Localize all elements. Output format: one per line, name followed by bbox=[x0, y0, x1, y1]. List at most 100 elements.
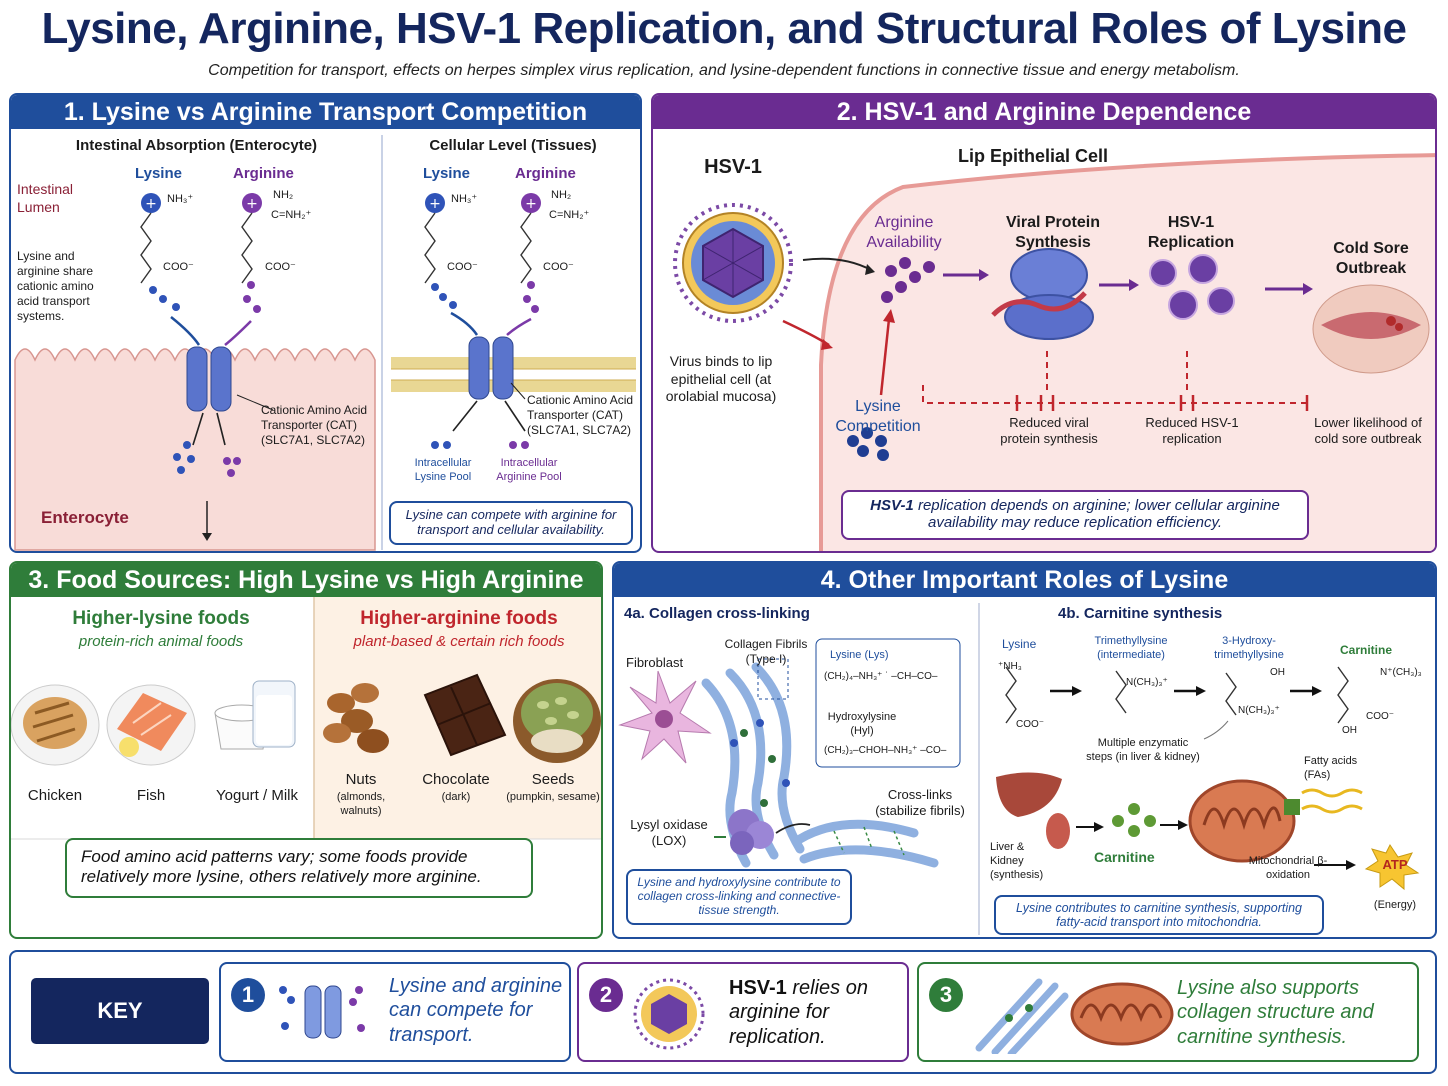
food-note: Food amino acid patterns vary; some food… bbox=[65, 838, 533, 898]
shared-transport-explanation: Lysine and arginine share cationic amino… bbox=[17, 249, 94, 323]
virus-icon bbox=[633, 978, 705, 1050]
lysine-label-left: Lysine bbox=[135, 165, 182, 182]
svg-text:+: + bbox=[246, 196, 258, 212]
html-nch3: N(CH₃)₃⁺ bbox=[1238, 705, 1280, 716]
lysine-lys-label: Lysine (Lys) bbox=[830, 649, 889, 661]
nuts-label: Nuts bbox=[345, 771, 377, 788]
arginine-availability-label: Arginine Availability bbox=[866, 214, 942, 251]
coo-arg-left: COO⁻ bbox=[265, 261, 296, 273]
kidney-icon bbox=[1046, 813, 1070, 849]
hydroxylysine-label: Hydroxylysine (Hyl) bbox=[827, 711, 897, 737]
enterocyte-subtitle: Intestinal Absorption (Enterocyte) bbox=[75, 137, 318, 154]
hsv-replication-label: HSV-1 Replication bbox=[1147, 214, 1235, 251]
svg-text:+: + bbox=[525, 196, 537, 212]
seeds-icon bbox=[513, 679, 601, 763]
coo-lys-right: COO⁻ bbox=[447, 261, 478, 273]
lip-cell-label: Lip Epithelial Cell bbox=[957, 146, 1109, 166]
yogurt-label: Yogurt / Milk bbox=[216, 787, 298, 804]
hydroxylysine-formula: (CH₂)₃–CHOH–NH₃⁺ –CO– bbox=[824, 745, 947, 756]
hsv-virus-icon bbox=[673, 203, 793, 323]
liver-kidney-label: Liver & Kidney (synthesis) bbox=[990, 841, 1044, 881]
carnitine-label: Carnitine bbox=[1094, 849, 1155, 865]
intestinal-lumen-label: Intestinal Lumen bbox=[17, 181, 74, 215]
lysyl-oxidase-icon bbox=[728, 809, 774, 855]
lysyl-oxidase-label: Lysyl oxidase (LOX) bbox=[630, 817, 708, 849]
seeds-label: Seeds bbox=[531, 771, 575, 788]
lysine-pool-label: Intracellular Lysine Pool bbox=[414, 457, 472, 483]
takeaway-2: 2 HSV-1 relies on arginine for replicati… bbox=[577, 962, 909, 1062]
lysine-competition-label: Lysine Competition bbox=[835, 398, 921, 435]
energy-label: (Energy) bbox=[1373, 899, 1417, 911]
hsv-label: HSV-1 bbox=[704, 156, 762, 178]
transporter-icon bbox=[279, 985, 365, 1039]
chocolate-label: Chocolate bbox=[422, 771, 490, 788]
takeaway-1-text: Lysine and arginine can compete for tran… bbox=[389, 975, 563, 1046]
viral-protein-synthesis-label: Viral Protein Synthesis bbox=[1006, 214, 1100, 251]
arginine-label-right: Arginine bbox=[515, 165, 576, 182]
transport-note: Lysine can compete with arginine for tra… bbox=[389, 501, 633, 545]
panel-3-heading: 3. Food Sources: High Lysine vs High Arg… bbox=[11, 563, 601, 597]
carnitine-product-label: Carnitine bbox=[1340, 643, 1393, 657]
carnitine-coo: COO⁻ bbox=[1366, 711, 1395, 722]
collagen-subtitle: 4a. Collagen cross-linking bbox=[624, 605, 810, 622]
cat-transporter-label-right: Cationic Amino Acid Transporter (CAT)(SL… bbox=[527, 393, 634, 437]
chocolate-icon bbox=[423, 673, 507, 757]
panel-hsv-arginine: 2. HSV-1 and Arginine Dependence bbox=[651, 93, 1437, 553]
lysine-label-right: Lysine bbox=[423, 165, 470, 182]
lysine-roles-diagram bbox=[618, 603, 1420, 935]
cnh2-left: C=NH₂⁺ bbox=[271, 209, 312, 221]
fish-icon bbox=[106, 684, 196, 766]
cross-links-label: Cross-links (stabilize fibrils) bbox=[875, 787, 965, 819]
lysine-foods-title: Higher-lysine foods bbox=[72, 608, 250, 629]
svg-text:+: + bbox=[429, 196, 441, 212]
takeaway-1-number: 1 bbox=[231, 978, 265, 1012]
takeaway-1: 1 Lysine and arginine can compete for tr… bbox=[219, 962, 571, 1062]
carnitine-subtitle: 4b. Carnitine synthesis bbox=[1058, 605, 1223, 622]
nh3-right: NH₃⁺ bbox=[451, 193, 478, 205]
takeaway-2-number: 2 bbox=[589, 978, 623, 1012]
collagen-note: Lysine and hydroxylysine contribute to c… bbox=[626, 869, 852, 925]
lysine-coo: COO⁻ bbox=[1016, 719, 1045, 730]
chicken-label: Chicken bbox=[27, 787, 83, 804]
transport-diagram: + + + + bbox=[14, 135, 636, 551]
page-subtitle: Competition for transport, effects on he… bbox=[208, 62, 1240, 79]
cat-transporter-label-left: Cationic Amino Acid Transporter (CAT)(SL… bbox=[261, 403, 368, 447]
trimethyllysine-label: Trimethyllysine (intermediate) bbox=[1094, 635, 1168, 661]
takeaway-2-text: HSV-1 relies on arginine for replication… bbox=[729, 977, 868, 1048]
chicken-icon bbox=[11, 684, 100, 766]
svg-text:+: + bbox=[145, 196, 157, 212]
panel-lysine-roles: 4. Other Important Roles of Lysine bbox=[612, 561, 1437, 939]
lysine-formula: (CH₂)₄–NH₃⁺ ˙ –CH–CO– bbox=[824, 671, 938, 682]
mitochondrion-takeaway-icon bbox=[1070, 982, 1174, 1046]
fibroblast-icon bbox=[618, 670, 712, 764]
beta-oxidation-label: Mitochondrial β-oxidation bbox=[1248, 855, 1328, 881]
nh2-right: NH₂ bbox=[551, 189, 572, 201]
tissue-subtitle: Cellular Level (Tissues) bbox=[429, 137, 597, 154]
food-illustrations bbox=[11, 597, 601, 840]
liver-icon bbox=[996, 772, 1062, 817]
fish-label: Fish bbox=[136, 787, 166, 804]
hydroxy-tml-label: 3-Hydroxy-trimethyllysine bbox=[1214, 635, 1284, 661]
hsv-diagram bbox=[673, 153, 1435, 551]
takeaway-3: 3 Lysine also supports collagen structur… bbox=[917, 962, 1419, 1062]
coo-arg-right: COO⁻ bbox=[543, 261, 574, 273]
takeaway-3-text: Lysine also supports collagen structure … bbox=[1177, 977, 1374, 1048]
cnh2-right: C=NH₂⁺ bbox=[549, 209, 590, 221]
key-takeaways-label: KEY TAKEAWAYS bbox=[31, 978, 209, 1072]
yogurt-milk-icon bbox=[214, 680, 296, 750]
panel-4-heading: 4. Other Important Roles of Lysine bbox=[614, 563, 1435, 597]
nuts-sub: (almonds, walnuts) bbox=[336, 791, 386, 817]
chocolate-sub: (dark) bbox=[441, 791, 471, 803]
arginine-foods-subtitle: plant-based & certain rich foods bbox=[353, 633, 565, 650]
collagen-icon bbox=[975, 978, 1069, 1054]
panel-food-sources: 3. Food Sources: High Lysine vs High Arg… bbox=[9, 561, 603, 939]
atp-label: ATP bbox=[1382, 857, 1408, 872]
html-oh: OH bbox=[1270, 667, 1285, 678]
seeds-sub: (pumpkin, sesame) bbox=[506, 791, 600, 803]
carnitine-nplus: N⁺(CH₃)₃ bbox=[1380, 667, 1422, 678]
fibroblast-label: Fibroblast bbox=[626, 655, 684, 670]
lysine-start-label: Lysine bbox=[1002, 637, 1037, 651]
cold-sore-outbreak-label: Cold Sore Outbreak bbox=[1333, 240, 1409, 277]
lower-outbreak-text: Lower likelihood of cold sore outbreak bbox=[1314, 415, 1422, 447]
carnitine-molecule-icon bbox=[1112, 803, 1156, 837]
